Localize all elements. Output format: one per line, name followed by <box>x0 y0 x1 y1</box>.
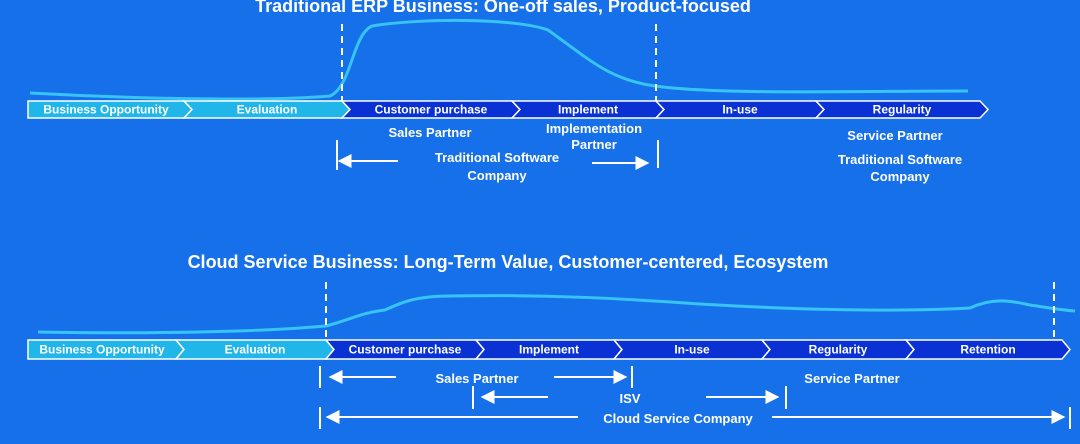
traditional-sales-partner: Sales Partner <box>388 125 471 140</box>
traditional-stage-label-evaluation: Evaluation <box>237 103 298 117</box>
traditional-stage-bar: Business Opportunity Evaluation Customer p… <box>27 100 990 119</box>
traditional-software-company-right-line2: Company <box>870 169 930 184</box>
traditional-service-partner: Service Partner <box>847 128 942 143</box>
cloud-stage-label-regularity: Regularity <box>809 343 868 357</box>
traditional-stage-label-regularity: Regularity <box>873 103 932 117</box>
cloud-value-curve <box>37 294 1076 335</box>
cloud-stage-label-implement: Implement <box>519 343 579 357</box>
traditional-stage-regularity <box>814 100 990 119</box>
traditional-stage-label-business-opportunity: Business Opportunity <box>43 103 169 117</box>
cloud-stage-label-customer-purchase: Customer purchase <box>349 343 462 357</box>
traditional-stage-label-in-use: In-use <box>722 103 758 117</box>
traditional-software-company-line2: Company <box>467 168 527 183</box>
cloud-stage-bar: Business Opportunity Evaluation Customer p… <box>27 339 1071 360</box>
cloud-stage-label-business-opportunity: Business Opportunity <box>39 343 165 357</box>
traditional-implementation-partner-line2: Partner <box>571 137 617 152</box>
cloud-stage-label-evaluation: Evaluation <box>225 343 286 357</box>
cloud-stage-retention <box>904 339 1071 360</box>
cloud-stage-label-retention: Retention <box>960 343 1015 357</box>
traditional-stage-label-customer-purchase: Customer purchase <box>375 103 488 117</box>
cloud-title: Cloud Service Business: Long-Term Value,… <box>188 252 829 272</box>
traditional-implementation-partner-line1: Implementation <box>546 121 642 136</box>
traditional-value-curve <box>29 18 969 101</box>
traditional-title: Traditional ERP Business: One-off sales,… <box>255 0 751 16</box>
cloud-service-company: Cloud Service Company <box>603 411 753 426</box>
traditional-software-company-line1: Traditional Software <box>435 150 559 165</box>
traditional-software-company-right-line1: Traditional Software <box>838 152 962 167</box>
cloud-service-partner: Service Partner <box>804 371 899 386</box>
cloud-isv: ISV <box>620 391 641 406</box>
cloud-sales-partner: Sales Partner <box>435 371 518 386</box>
traditional-stage-label-implement: Implement <box>558 103 618 117</box>
cloud-stage-label-in-use: In-use <box>674 343 710 357</box>
